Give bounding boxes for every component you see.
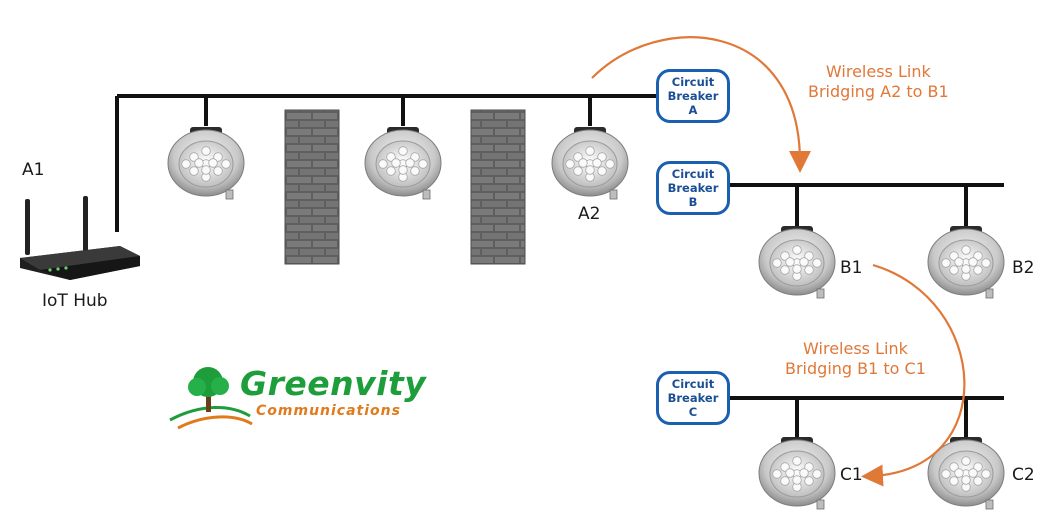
wireless-arc-b1-c1 xyxy=(861,263,966,487)
breaker-c-line2: Breaker xyxy=(667,391,719,405)
wireless-link-a2-b1-line2: Bridging A2 to B1 xyxy=(808,82,949,101)
light-icon-b2 xyxy=(927,226,1005,299)
circuit-breaker-b: Circuit Breaker B xyxy=(656,161,730,215)
light-icon-a-2 xyxy=(364,127,442,200)
wireless-arc-a2-b1 xyxy=(591,36,811,173)
light-label-c1: C1 xyxy=(840,465,863,485)
light-icon-a-1 xyxy=(167,127,245,200)
hub-id-label: A1 xyxy=(22,160,45,180)
breaker-c-line1: Circuit xyxy=(671,377,715,391)
light-icon-b1 xyxy=(758,226,836,299)
breaker-b-line1: Circuit xyxy=(671,167,715,181)
wireless-link-b1-c1-label: Wireless Link Bridging B1 to C1 xyxy=(785,339,926,379)
light-icon-c1 xyxy=(758,437,836,510)
power-wiring xyxy=(115,94,1004,440)
wireless-link-b1-c1-line1: Wireless Link xyxy=(803,339,908,358)
router-icon xyxy=(20,196,140,280)
breaker-a-line3: A xyxy=(688,103,698,117)
hub-caption: IoT Hub xyxy=(42,291,108,311)
light-label-a2: A2 xyxy=(578,204,601,224)
logo-tagline: Communications xyxy=(256,403,401,419)
circuit-breaker-c: Circuit Breaker C xyxy=(656,371,730,425)
light-label-b2: B2 xyxy=(1012,258,1035,278)
brick-wall-1 xyxy=(284,109,340,265)
breaker-a-line2: Breaker xyxy=(667,89,719,103)
circuit-breaker-a: Circuit Breaker A xyxy=(656,69,730,123)
light-label-b1: B1 xyxy=(840,258,863,278)
greenvity-tree-logo xyxy=(169,367,253,430)
wireless-link-a2-b1-line1: Wireless Link xyxy=(825,62,931,81)
light-icon-a2 xyxy=(551,127,629,200)
breaker-b-line3: B xyxy=(688,195,698,209)
breaker-a-line1: Circuit xyxy=(671,75,715,89)
breaker-c-line3: C xyxy=(688,405,698,419)
brick-wall-2 xyxy=(470,109,526,265)
breaker-b-line2: Breaker xyxy=(667,181,719,195)
wireless-link-b1-c1-line2: Bridging B1 to C1 xyxy=(785,359,926,378)
light-label-c2: C2 xyxy=(1012,465,1035,485)
wireless-link-a2-b1-label: Wireless Link Bridging A2 to B1 xyxy=(808,62,949,102)
light-icon-c2 xyxy=(927,437,1005,510)
logo-name: Greenvity xyxy=(240,364,427,403)
